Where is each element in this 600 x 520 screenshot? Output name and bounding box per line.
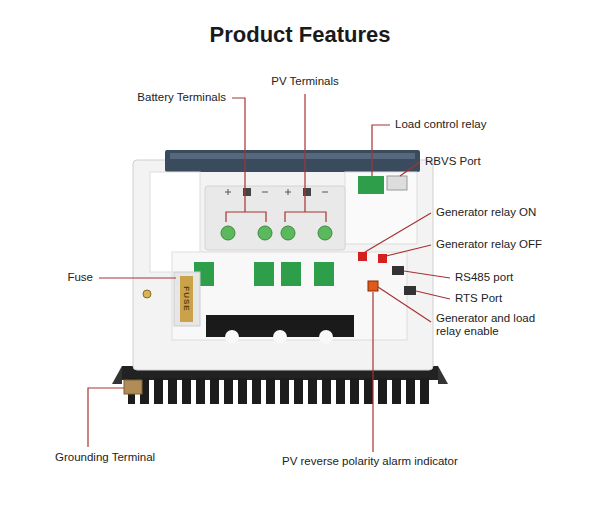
- heat-sink: [112, 366, 448, 404]
- polarity-marks: [225, 189, 328, 195]
- load-relay-block: [358, 176, 384, 194]
- callout-label: PV reverse polarity alarm indicator: [282, 455, 458, 468]
- fuse: [180, 276, 193, 322]
- callout-label: PV Terminals: [271, 75, 339, 88]
- callout-label: Generator relay ON: [436, 206, 536, 219]
- callout-label: RBVS Port: [425, 155, 481, 168]
- callout-label: Generator and load relay enable: [436, 312, 554, 338]
- bracket: [285, 212, 326, 222]
- lower-compartment: [172, 252, 407, 340]
- clamp: [254, 262, 274, 286]
- bracket: [226, 212, 266, 222]
- leader-line: [386, 245, 431, 256]
- cable-gland: [273, 330, 287, 344]
- screw: [281, 226, 295, 240]
- screw: [258, 226, 272, 240]
- rbvs-port: [387, 176, 407, 190]
- minus-mark: [262, 192, 268, 193]
- leader-line: [304, 94, 305, 212]
- grounding-terminal: [124, 380, 142, 394]
- solar-panel-lid: [165, 150, 420, 172]
- alarm-indicator: [368, 281, 378, 291]
- clamp: [281, 262, 301, 286]
- page-title: Product Features: [0, 22, 600, 48]
- leader-line: [372, 125, 390, 176]
- screw: [143, 290, 151, 298]
- printed-marking: FUSE: [181, 286, 190, 311]
- callout-label: Load control relay: [395, 118, 486, 131]
- leader-line: [372, 292, 373, 452]
- callout-label: Battery Terminals: [137, 91, 226, 104]
- heat-sink-side: [438, 366, 448, 384]
- leader-line: [404, 271, 450, 278]
- heat-sink-side: [112, 366, 122, 384]
- callout-label: RS485 port: [455, 271, 513, 284]
- leader-lines: [88, 94, 450, 452]
- housing: [133, 160, 433, 370]
- terminal-clamps: [194, 262, 334, 286]
- screw: [221, 226, 235, 240]
- port-block: [345, 172, 417, 244]
- leader-line: [416, 291, 450, 299]
- minus-mark: [322, 192, 328, 193]
- callout-label: Generator relay OFF: [436, 238, 542, 251]
- lid-highlight: [170, 153, 415, 159]
- cable-gland: [319, 330, 333, 344]
- leader-line: [378, 287, 431, 322]
- callout-label: Fuse: [67, 271, 93, 284]
- controller-body: [133, 150, 433, 370]
- pv-icon: [303, 188, 311, 196]
- leader-line: [232, 98, 245, 212]
- heat-sink-fins: [128, 378, 432, 404]
- leader-line: [365, 213, 431, 252]
- relay-button: [358, 252, 367, 261]
- fuse-holder: [174, 272, 200, 326]
- cable-gland: [225, 330, 239, 344]
- rs485-port: [392, 266, 404, 275]
- terminal-screws: [221, 226, 332, 240]
- plus-mark: [288, 189, 289, 195]
- screw: [318, 226, 332, 240]
- leader-line: [88, 388, 124, 447]
- leader-line: [99, 277, 176, 278]
- relay-button: [378, 254, 387, 263]
- callout-label: Grounding Terminal: [55, 451, 155, 464]
- clamp: [314, 262, 334, 286]
- plus-mark: [228, 189, 229, 195]
- callout-label: RTS Port: [455, 292, 502, 305]
- rts-port: [404, 286, 416, 295]
- terminal-well: [205, 186, 345, 250]
- battery-icon: [243, 188, 251, 196]
- leader-line: [400, 162, 420, 176]
